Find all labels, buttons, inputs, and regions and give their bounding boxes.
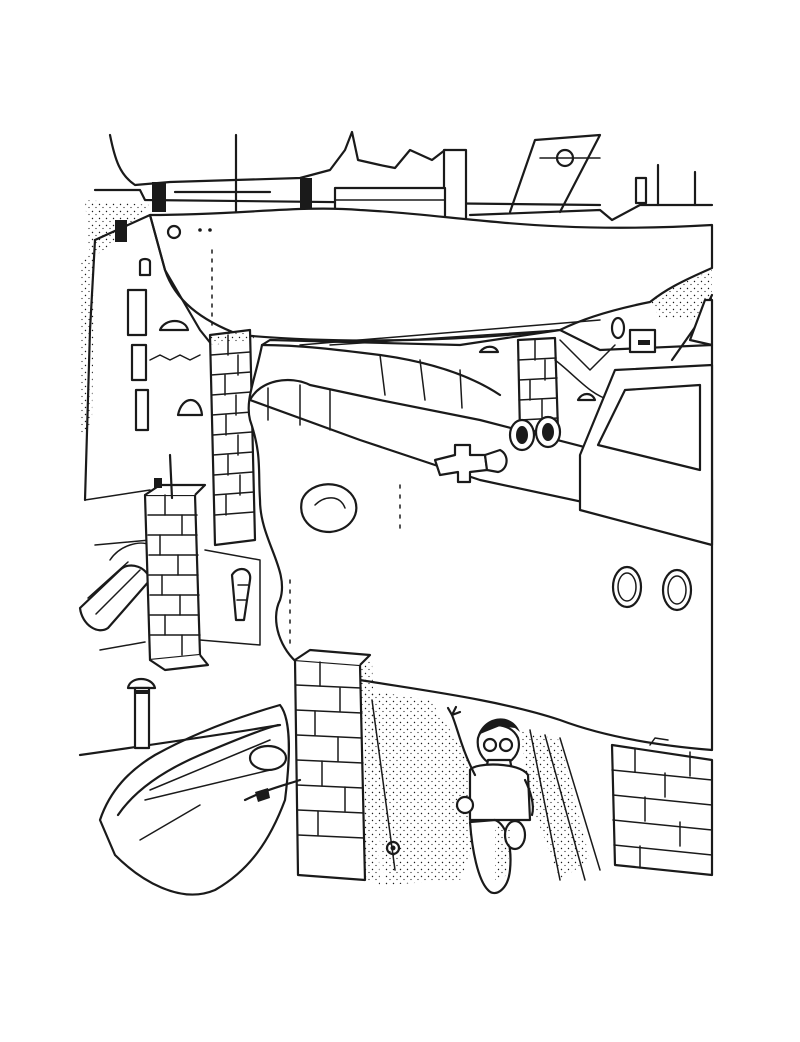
brick-pillar-tall <box>208 328 257 547</box>
yacht-cabin <box>578 293 714 547</box>
upper-ship-hull <box>148 207 714 342</box>
brick-wall-right <box>610 737 714 877</box>
rowboat <box>78 703 302 896</box>
vent-post <box>126 677 157 750</box>
left-building-wall <box>80 200 242 502</box>
pipe <box>78 539 152 632</box>
ground-shapes <box>84 489 261 651</box>
brick-pillar-left <box>143 453 210 672</box>
brick-pillar-center <box>508 336 616 452</box>
cyclist-figure <box>446 705 534 895</box>
brick-pillar-front <box>293 648 380 885</box>
stippled-ground <box>365 690 601 885</box>
hull-details <box>329 329 597 402</box>
